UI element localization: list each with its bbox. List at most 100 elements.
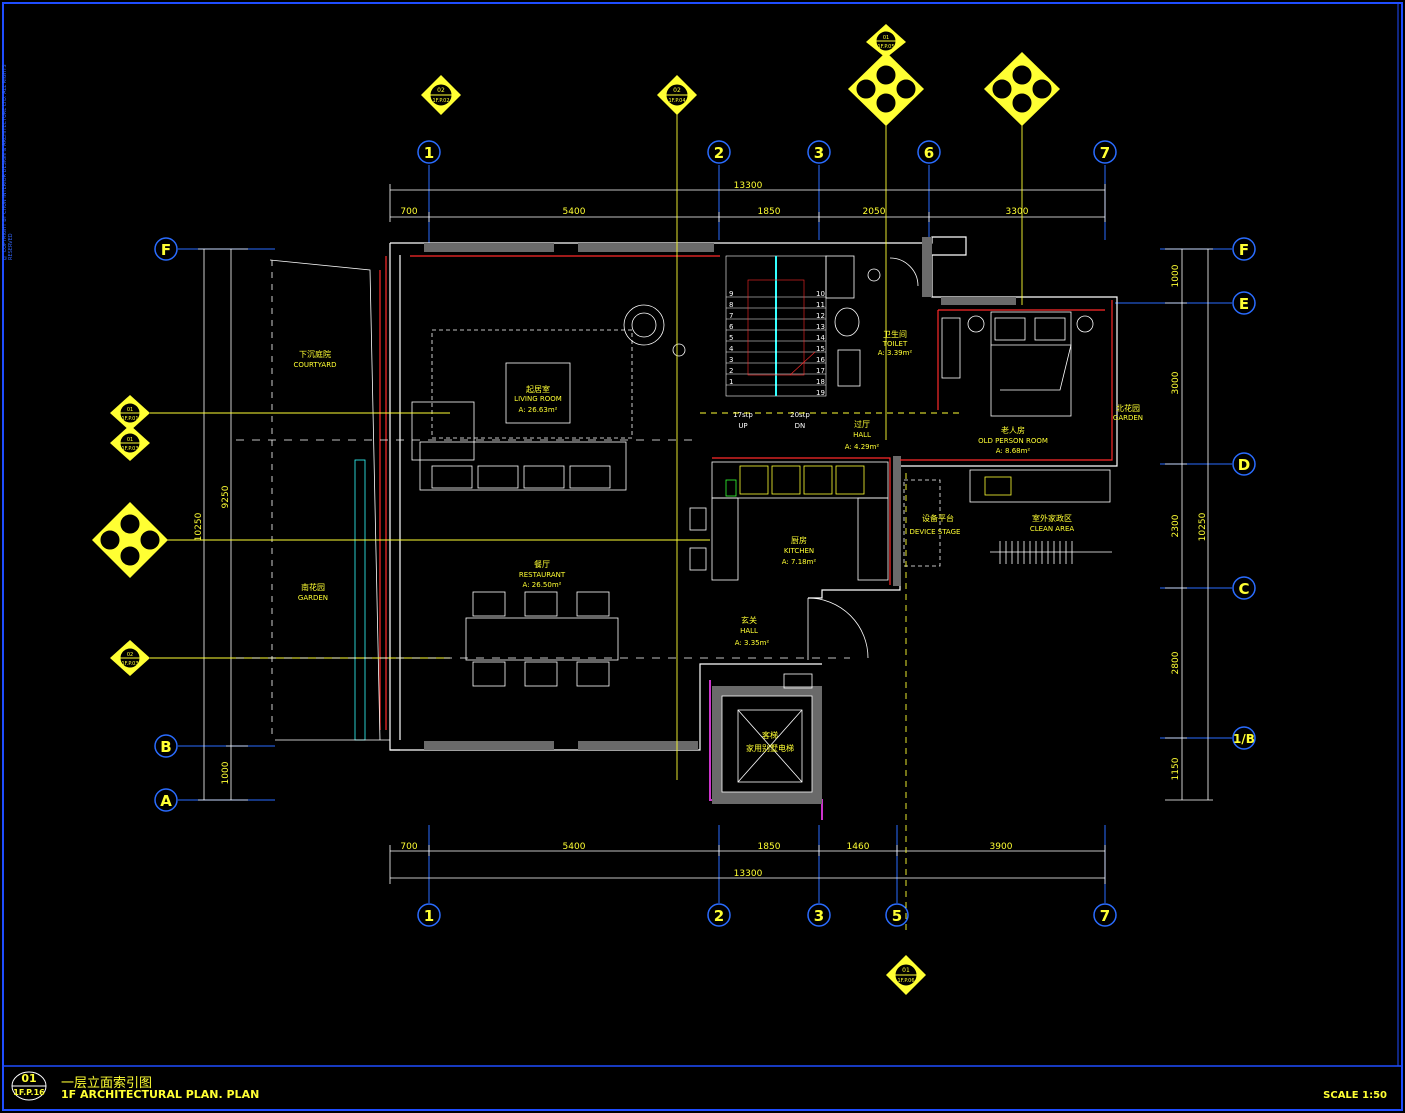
kitchen-area: A: 7.18m² bbox=[782, 558, 817, 566]
hall-upper-area: A: 4.29m² bbox=[845, 443, 880, 451]
axis-label-left-F: F bbox=[161, 241, 171, 259]
dim-right-part-4: 2800 bbox=[1171, 651, 1181, 674]
dining-table-icon bbox=[465, 591, 619, 687]
axis-bubble-right-1B: 1/B bbox=[1232, 726, 1256, 750]
stair-step: 14 bbox=[816, 334, 825, 342]
marker-cluster-a-ref: 1F.P.05 bbox=[877, 44, 894, 50]
section-marker-bottom: 01 1F.P.06 bbox=[886, 955, 926, 995]
armchair-icon bbox=[623, 304, 665, 346]
clean-area-sink bbox=[969, 469, 1111, 503]
section-dashed-lines bbox=[236, 439, 850, 659]
sheet-number: 01 bbox=[21, 1072, 37, 1085]
restaurant-area: A: 26.50m² bbox=[523, 581, 562, 589]
clean-area-basin bbox=[984, 476, 1012, 496]
dim-bottom-total: 13300 bbox=[734, 869, 763, 879]
axis-bubble-right-D: D bbox=[1232, 452, 1256, 476]
living-room-cn: 起居室 bbox=[526, 384, 550, 394]
accent-walls bbox=[379, 255, 1113, 820]
axis-bubble-bottom-5: 5 bbox=[885, 903, 909, 927]
hall-upper-cn: 过厅 bbox=[854, 419, 870, 429]
sheet-badge: 01 1F.P.16 bbox=[10, 1070, 48, 1102]
stair-step: 8 bbox=[729, 301, 733, 309]
stair-step: 18 bbox=[816, 378, 825, 386]
axis-bubble-bottom-2: 2 bbox=[707, 903, 731, 927]
dim-top-total: 13300 bbox=[734, 181, 763, 191]
stair-step: 13 bbox=[816, 323, 825, 331]
courtyard-cn: 下沉庭院 bbox=[299, 349, 331, 359]
axis-bubble-right-F: F bbox=[1232, 237, 1256, 261]
dimension-right bbox=[1165, 248, 1213, 801]
marker-bottom-ref: 1F.P.06 bbox=[897, 978, 914, 984]
north-garden-cn: 北花园 bbox=[1116, 403, 1140, 413]
stair-step: 3 bbox=[729, 356, 733, 364]
dim-left-total: 10250 bbox=[194, 512, 204, 541]
marker-left-b-num: 01 bbox=[127, 437, 133, 443]
axis-bubble-right-C: C bbox=[1232, 576, 1256, 600]
living-room-area: 起居室 LIVING ROOM A: 26.63m² bbox=[431, 329, 633, 439]
toilet-fixtures bbox=[825, 255, 919, 387]
clean-area-hatch bbox=[990, 541, 1112, 564]
section-lines bbox=[150, 50, 1023, 930]
old-person-room-area: A: 8.68m² bbox=[996, 447, 1031, 455]
axis-bubble-left-B: B bbox=[154, 734, 178, 758]
dim-bottom-part-5: 3900 bbox=[990, 842, 1013, 852]
axis-bubble-left-F: F bbox=[154, 237, 178, 261]
kitchen-counters bbox=[689, 461, 889, 581]
stair-step: 15 bbox=[816, 345, 825, 353]
dim-bottom-part-3: 1850 bbox=[758, 842, 781, 852]
dim-right-part-5: 1150 bbox=[1171, 757, 1181, 780]
dim-right-total: 10250 bbox=[1198, 512, 1208, 541]
stair-step: 5 bbox=[729, 334, 733, 342]
dimension-top bbox=[389, 184, 1106, 222]
stair-step: 2 bbox=[729, 367, 733, 375]
toilet-cn: 卫生间 bbox=[883, 329, 907, 339]
stair-step: 7 bbox=[729, 312, 733, 320]
section-marker-left-a: 01 1F.P.01 bbox=[110, 395, 150, 431]
living-room-en: LIVING ROOM bbox=[514, 395, 562, 403]
device-stage-cn: 设备平台 bbox=[922, 513, 954, 523]
dimension-bottom bbox=[389, 845, 1106, 884]
axis-bubble-bottom-1: 1 bbox=[417, 903, 441, 927]
marker-top-1-ref: 1F.P.02 bbox=[432, 98, 449, 104]
marker-left-b-ref: 1F.P.03 bbox=[121, 446, 138, 452]
axis-bubble-top-1: 1 bbox=[417, 140, 441, 164]
exterior-walls bbox=[389, 236, 1118, 751]
axis-label-right-C: C bbox=[1238, 580, 1249, 598]
hall-upper-en: HALL bbox=[853, 431, 871, 439]
bed-icon bbox=[941, 311, 1094, 417]
section-marker-left-cluster bbox=[92, 502, 168, 578]
marker-left-a-num: 01 bbox=[127, 407, 133, 413]
restaurant-cn: 餐厅 bbox=[534, 560, 550, 569]
axis-label-bottom-5: 5 bbox=[892, 907, 902, 925]
stair-icon bbox=[725, 255, 827, 397]
axis-label-right-D: D bbox=[1238, 456, 1250, 474]
living-room-area: A: 26.63m² bbox=[519, 406, 558, 414]
elevator-shaft bbox=[712, 673, 822, 804]
drawing-scale: SCALE 1:50 bbox=[1323, 1090, 1387, 1101]
axis-label-bottom-1: 1 bbox=[424, 907, 434, 925]
wall-fills bbox=[424, 237, 1016, 750]
courtyard-en: COURTYARD bbox=[294, 361, 337, 369]
axis-label-top-6: 6 bbox=[924, 144, 934, 162]
marker-top-2-num: 02 bbox=[673, 87, 681, 94]
clean-area-cn: 室外家政区 bbox=[1032, 513, 1072, 523]
south-garden-cn: 南花园 bbox=[301, 582, 325, 592]
marker-left-c-ref: 1F.P.03 bbox=[121, 661, 138, 667]
marker-top-2-ref: 1F.P.04 bbox=[668, 98, 685, 104]
axis-label-left-B: B bbox=[160, 738, 171, 756]
dim-bottom-part-1: 700 bbox=[400, 842, 417, 852]
dim-left-bottom: 1000 bbox=[221, 761, 231, 784]
section-marker-left-c: 02 1F.P.03 bbox=[110, 640, 150, 676]
stair-step: 12 bbox=[816, 312, 825, 320]
axis-bubble-top-3: 3 bbox=[807, 140, 831, 164]
stair-step: 1 bbox=[729, 378, 733, 386]
stair-step: 9 bbox=[729, 290, 733, 298]
axis-label-right-E: E bbox=[1239, 295, 1249, 313]
old-person-room-cn: 老人房 bbox=[1001, 425, 1025, 435]
axis-label-top-1: 1 bbox=[424, 144, 434, 162]
sheet-badge-circle bbox=[11, 1071, 47, 1101]
drawing-title-cn: 一层立面索引图 bbox=[61, 1076, 153, 1091]
stair-step: 16 bbox=[816, 356, 825, 364]
